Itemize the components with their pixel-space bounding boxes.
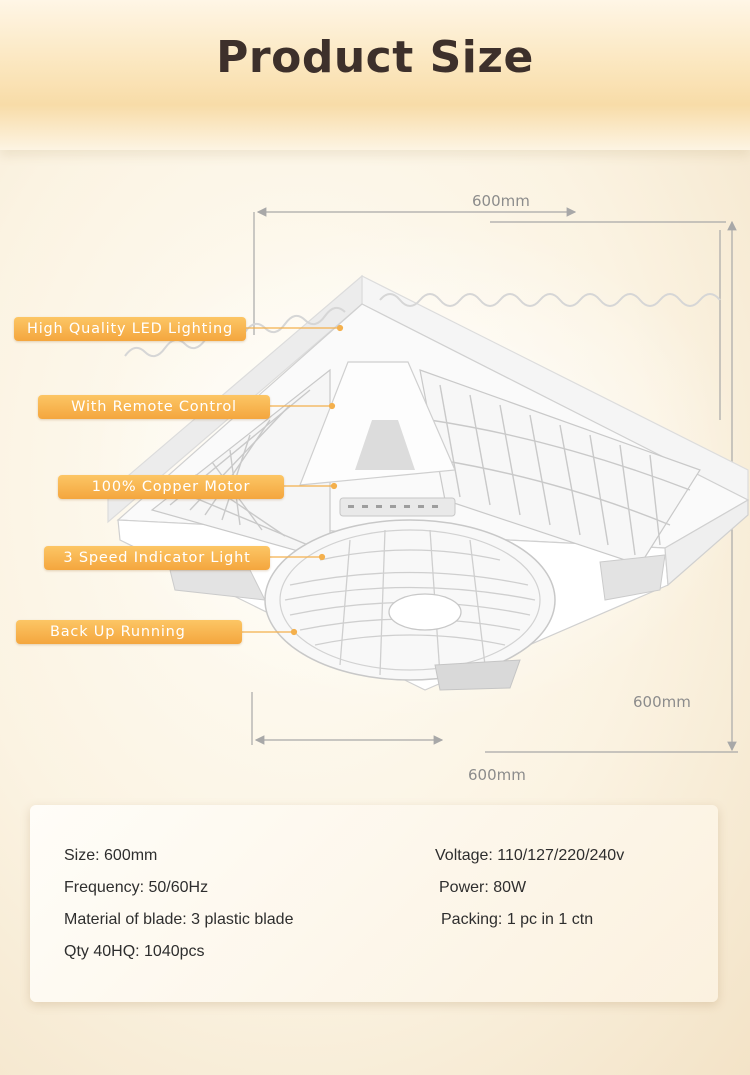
- spec-frequency: Frequency: 50/60Hz: [64, 879, 209, 896]
- spec-voltage: Voltage: 110/127/220/240v: [435, 847, 625, 864]
- feature-remote-control: With Remote Control: [38, 395, 270, 419]
- feature-copper-motor: 100% Copper Motor: [58, 475, 284, 499]
- spec-power: Power: 80W: [439, 879, 527, 896]
- callout-lines: [242, 324, 344, 636]
- page-title: Product Size: [216, 32, 534, 83]
- feature-back-up-running: Back Up Running: [16, 620, 242, 644]
- product-drawing: [90, 207, 750, 753]
- dimension-top-width: 600mm: [472, 192, 530, 210]
- spec-material: Material of blade: 3 plastic blade: [64, 911, 294, 928]
- spec-size: Size: 600mm: [64, 847, 158, 864]
- header-banner: Product Size: [0, 0, 750, 150]
- feature-speed-indicator: 3 Speed Indicator Light: [44, 546, 270, 570]
- dimension-right-depth: 600mm: [633, 693, 691, 711]
- spec-card: Size: 600mm Frequency: 50/60Hz Material …: [30, 805, 718, 1002]
- ceiling-fan-illustration: [107, 274, 750, 691]
- spec-packing: Packing: 1 pc in 1 ctn: [441, 911, 594, 928]
- feature-led-lighting: High Quality LED Lighting: [14, 317, 246, 341]
- spec-qty: Qty 40HQ: 1040pcs: [64, 943, 205, 960]
- dimension-bottom-width: 600mm: [468, 766, 526, 784]
